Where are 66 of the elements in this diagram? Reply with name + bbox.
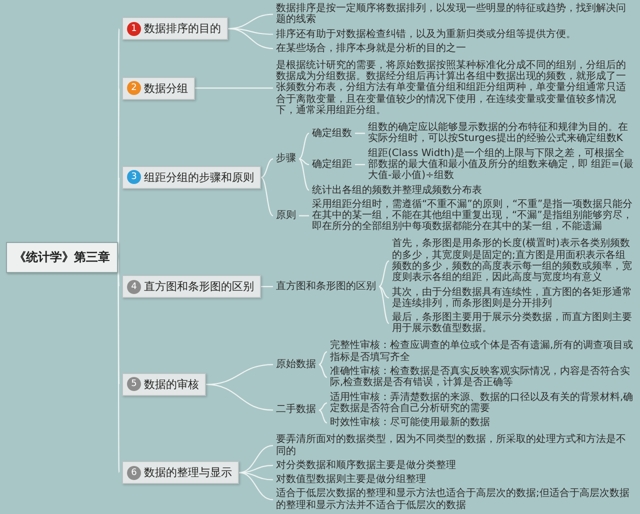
topic-box	[122, 166, 261, 189]
branch-line	[228, 28, 274, 50]
topic-number: 1	[127, 22, 141, 36]
branch-line	[318, 364, 328, 378]
branch-line	[355, 132, 365, 134]
branch-line	[298, 158, 310, 191]
topic-box	[122, 275, 261, 298]
note-text: 在某些场合，排序本身就是分析的目的之一	[276, 42, 466, 54]
note-text: 要弄清所面对的数据类型，因为不同类型的数据，所采取的处理方式和方法是不同的	[276, 434, 634, 457]
note-text: 组数的确定应以能够显示数据的分布特征和规律为目的。在实际分组时，可以按Sturges提出的经验公式来确定组数K	[368, 122, 634, 145]
note-text: 统计出各组的频数并整理成频数分布表	[312, 184, 482, 196]
branch-line	[238, 472, 274, 480]
branch-label: 原则	[276, 210, 296, 222]
branch-line	[299, 215, 309, 216]
topic-number: 5	[127, 377, 141, 392]
note-text: 是根据统计研究的需要，将原始数据按照某种标准化分成不同的组别，分组后的数据成为分组数据。数据经分组后再计算出各组中数据出现的频数，就形成了一张频数分布表，分组方法有单变量值分组和组距分组两种，单变量分组通常只适合于离散变量，且在变量值较少的情况下使用，在连续变量或变量值较多情况下，通常采用组距分组。	[276, 60, 634, 116]
note-text: 组距(Class Width)是一个组的上限与下限之差，可根据全部数据的最大值和最小值及所分的组数来确定，即 组距=(最大值-最小值)÷组数	[368, 148, 634, 182]
topic-title: 直方图和条形图的区别	[144, 279, 254, 294]
branch-label: 确定组距	[312, 158, 352, 170]
branch-label: 确定组数	[312, 128, 352, 139]
note-text: 完整性审核：检查应调查的单位或个体是否有遗漏,所有的调查项目或指标是否填写齐全	[330, 340, 634, 364]
note-text: 对分类数据和顺序数据主要是做分类整理	[276, 460, 456, 472]
branch-label: 二手数据	[276, 404, 316, 416]
branch-line	[261, 286, 273, 288]
note-text: 适用性审核：弄清楚数据的来源、数据的口径以及有关的背景材料,确定数据是否符合自己分析研究的需要	[330, 392, 634, 414]
branch-line	[206, 384, 274, 411]
topic-title: 组距分组的步骤和原则	[144, 170, 254, 185]
note-text: 准确性审核：检查数据是否真实反映客观实际情况，内容是否符合实际,检查数据是否有错误，计算是否正确等	[330, 366, 634, 389]
note-text: 采用组距分组时，需遵循“不重不漏”的原则，“不重”是指一项数据只能分在其中的某一组，不能在其他组中重复出现，“不漏”是指组别能够穷尽，即在所分的全部组别中每项数据都能分在其中的某一组，不能遗漏	[312, 198, 634, 233]
note-text: 其次，由于分组数据具有连续性，直方图的各矩形通常是连续排列，而条形图则是分开排列	[392, 286, 634, 310]
topic-title: 数据分组	[144, 80, 188, 96]
branch-label: 原始数据	[276, 358, 316, 370]
branch-line	[318, 410, 328, 424]
topic-title: 数据的审核	[144, 376, 199, 392]
note-text: 对数值型数据则主要是做分组整理	[276, 474, 426, 486]
note-text: 最后，条形图主要用于展示分类数据，而直方图则主要用于展示数值型数据。	[392, 312, 634, 335]
topic-number: 6	[127, 466, 141, 480]
topic-box	[122, 461, 239, 484]
note-text: 数据排序是按一定顺序将数据排列，以发现一些明显的特征或趋势，找到解决问题的线索	[276, 3, 634, 26]
branch-line	[195, 88, 273, 89]
branch-line	[260, 176, 274, 216]
branch-label: 直方图和条形图的区别	[276, 280, 376, 292]
central-topic-box: 《统计学》第三章	[6, 242, 118, 272]
topic-box	[122, 76, 195, 100]
topic-number: 2	[127, 81, 141, 96]
topic-number: 3	[127, 170, 141, 184]
topic-number: 4	[127, 280, 141, 294]
note-text: 排序还有助于对数据检查纠错，以及为重新归类或分组等提供方便。	[276, 28, 576, 40]
topic-box	[122, 17, 228, 40]
topic-title: 数据的整理与显示	[144, 465, 232, 480]
branch-line	[318, 351, 328, 366]
note-text: 时效性审核：尽可能使用最新的数据	[330, 417, 490, 429]
branch-line	[298, 132, 310, 160]
topic-box	[122, 372, 206, 396]
branch-line	[238, 472, 274, 500]
branch-line	[378, 286, 390, 324]
branch-line	[355, 164, 365, 166]
branch-line	[378, 286, 390, 298]
note-text: 首先，条形图是用条形的长度(横置时)表示各类别频数的多少，其宽度则是固定的;直方图是用面积表示各组频数的多少，频数的高度表示每一组的频数或频率，宽度则表示各组的组距，因此高度与宽度均有意义	[392, 238, 634, 284]
note-text: 适合于低层次数据的整理和显示方法也适合于高层次的数据;但适合于高层次数据的整理和显示方法并不适合于低层次的数据	[276, 488, 634, 511]
branch-label: 步骤	[276, 153, 296, 165]
branch-line	[378, 260, 390, 288]
branch-line	[260, 158, 274, 178]
branch-line	[318, 402, 328, 411]
topic-title: 数据排序的目的	[144, 21, 221, 36]
branch-line	[298, 158, 310, 166]
